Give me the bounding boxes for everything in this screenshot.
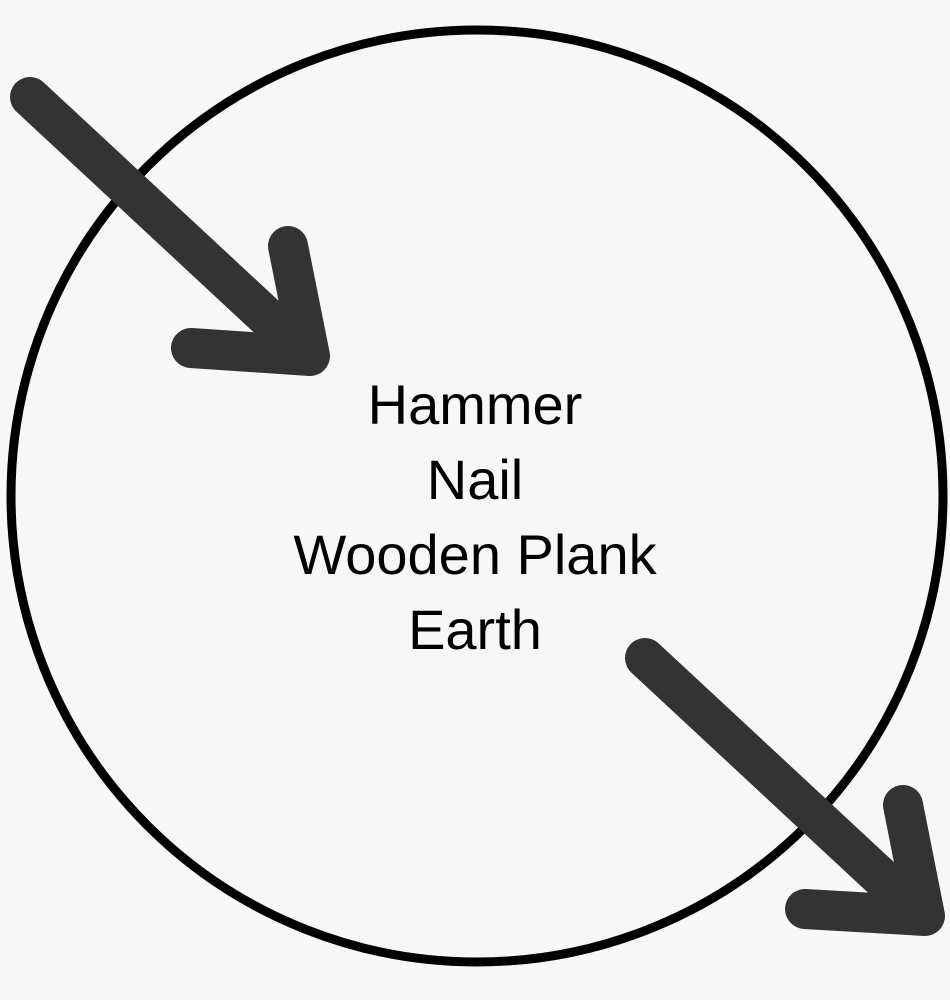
- outgoing-arrow: [625, 638, 945, 936]
- item-label-hammer: Hammer: [367, 373, 583, 436]
- incoming-arrow-head: [171, 226, 330, 376]
- item-label-nail: Nail: [426, 448, 524, 511]
- enclosing-circle: [6, 25, 948, 967]
- outgoing-arrow-head: [785, 785, 945, 936]
- item-label-earth: Earth: [408, 598, 542, 661]
- incoming-arrow-shaft: [10, 77, 320, 368]
- outgoing-arrow-shaft: [625, 638, 935, 929]
- item-label-wooden-plank: Wooden Plank: [293, 523, 657, 586]
- item-list: Hammer Nail Wooden Plank Earth: [0, 367, 950, 667]
- incoming-arrow: [10, 77, 330, 376]
